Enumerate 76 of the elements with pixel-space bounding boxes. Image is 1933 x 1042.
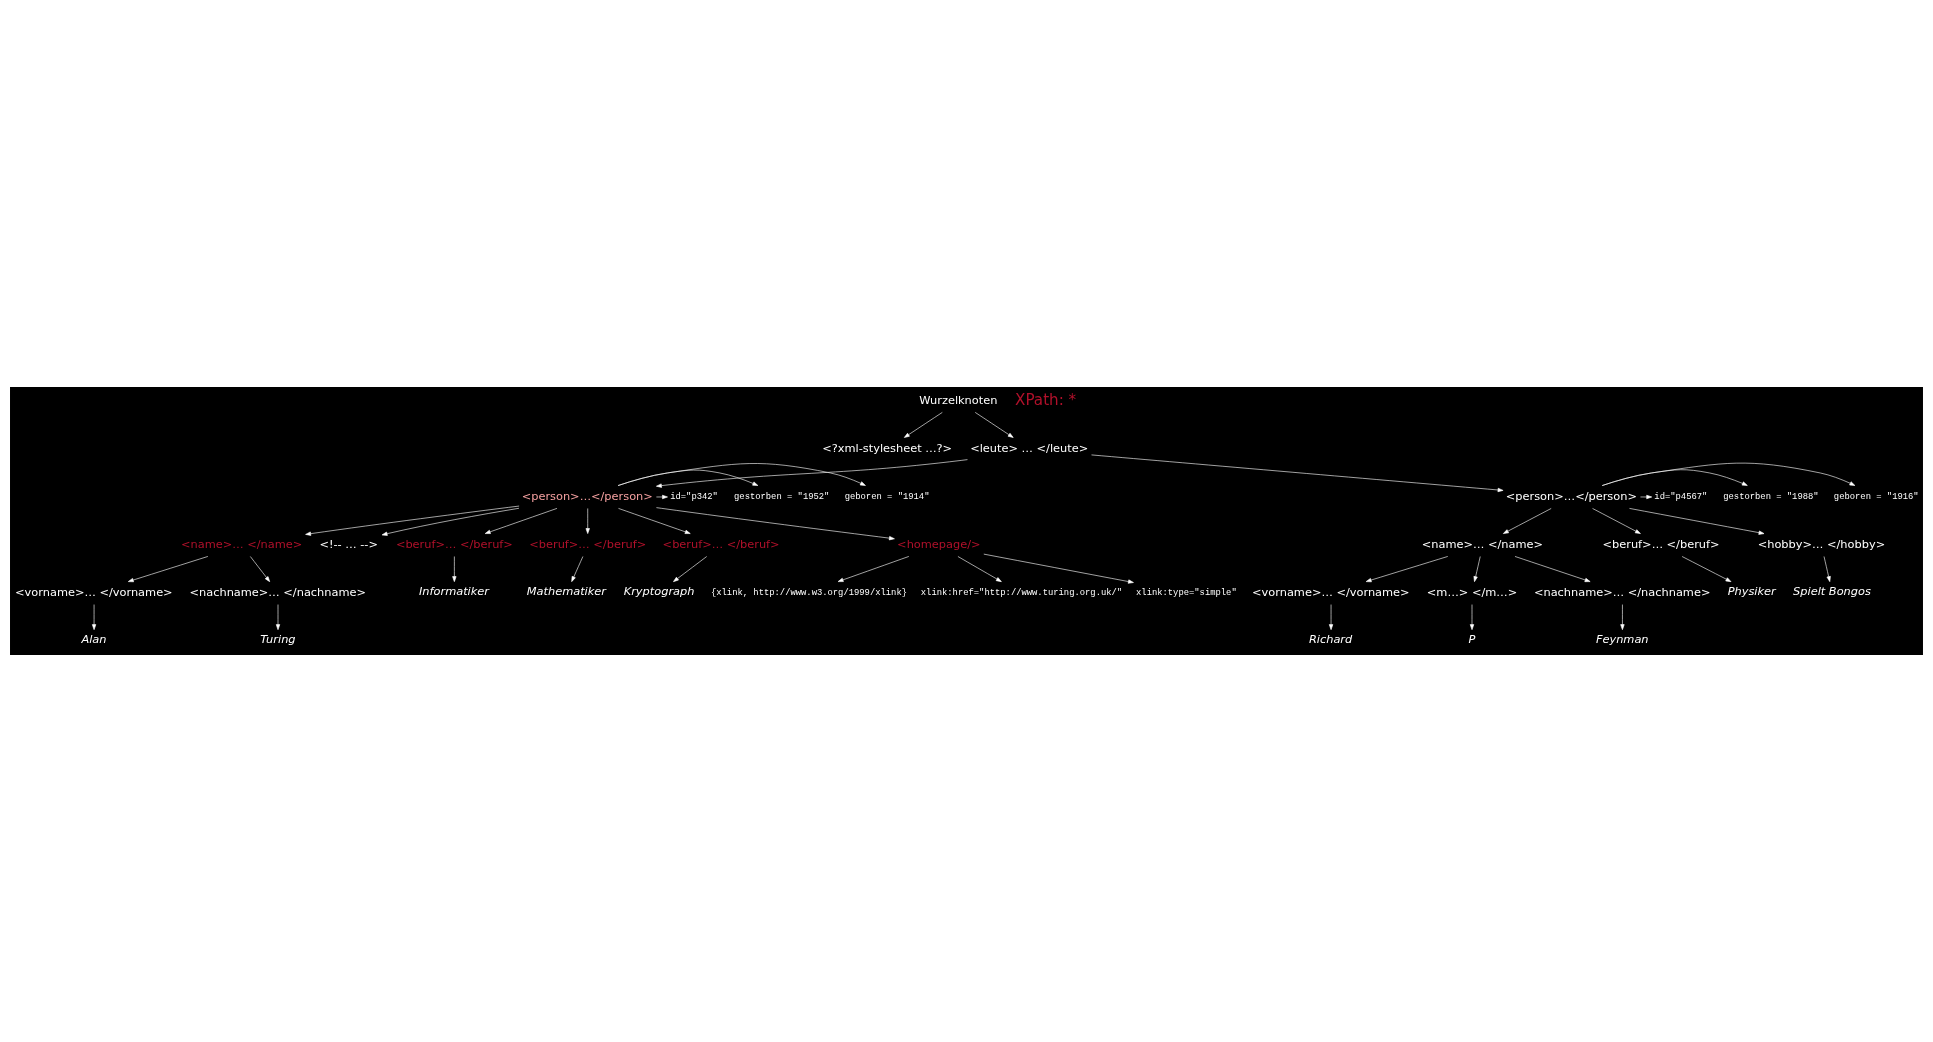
arrow xyxy=(275,604,281,630)
arrow xyxy=(617,463,866,486)
node-text: <beruf>… </beruf> xyxy=(395,536,513,551)
arrow xyxy=(1640,494,1653,500)
node-text: Mathematiker xyxy=(526,584,607,599)
arrow xyxy=(305,505,520,536)
arrow xyxy=(656,494,668,500)
node-text: P xyxy=(1468,632,1476,647)
node-text: <nachname>… </nachname> xyxy=(1533,584,1711,599)
arrow xyxy=(127,556,209,583)
node-text: <person>…</person> xyxy=(1505,488,1637,503)
node-text: <beruf>… </beruf> xyxy=(529,536,647,551)
node-text: <homepage/> xyxy=(897,536,981,551)
node-text: <beruf>… </beruf> xyxy=(1602,536,1720,551)
arrow xyxy=(1469,604,1475,630)
arrow xyxy=(617,469,759,486)
arrow xyxy=(381,507,520,536)
label: XPath: * xyxy=(1015,390,1077,409)
arrow xyxy=(571,556,584,582)
node-text: Spielt Bongos xyxy=(1793,584,1871,599)
arrow xyxy=(904,412,943,438)
arrow xyxy=(1365,556,1449,583)
arrow xyxy=(656,459,968,488)
node-text: Wurzelknoten xyxy=(919,392,998,407)
node-text: Informatiker xyxy=(418,584,490,599)
arrow xyxy=(1629,508,1765,535)
arrow xyxy=(1091,454,1504,493)
arrow xyxy=(974,412,1014,438)
arrow xyxy=(1620,604,1625,630)
arrow xyxy=(452,556,457,582)
arrow xyxy=(983,553,1134,584)
arrow xyxy=(1681,556,1732,582)
node-text: xlink:href="http://www.turing.org.uk/" xyxy=(920,588,1123,599)
node-text: <vorname>… </vorname> xyxy=(1252,584,1410,599)
arrow xyxy=(1503,508,1552,534)
arrow xyxy=(1592,508,1641,534)
arrow xyxy=(1823,556,1831,582)
node-text: <beruf>… </beruf> xyxy=(662,536,780,551)
arrow xyxy=(585,508,590,534)
arrow xyxy=(656,507,895,541)
arrow xyxy=(618,508,691,534)
node-text: gestorben = "1988" xyxy=(1723,492,1819,503)
node-text: Richard xyxy=(1308,632,1353,647)
node-text: xlink:type="simple" xyxy=(1136,588,1237,599)
arrow xyxy=(484,508,558,534)
node-text: geboren = "1914" xyxy=(844,492,930,503)
arrow xyxy=(1328,604,1334,630)
node-text: gestorben = "1952" xyxy=(734,492,830,503)
node-text: <m…> </m…> xyxy=(1426,584,1518,599)
node-text: Alan xyxy=(81,632,107,647)
node-text: Kryptograph xyxy=(623,584,695,599)
node-text: <!-- … --> xyxy=(319,536,378,551)
node-text: <hobby>… </hobby> xyxy=(1757,536,1886,551)
arrow xyxy=(837,556,910,582)
node-text: <name>… </name> xyxy=(180,536,303,551)
node-text: id="p342" xyxy=(670,492,718,503)
node-text: Physiker xyxy=(1727,584,1776,599)
node-text: <name>… </name> xyxy=(1421,536,1544,551)
arrow xyxy=(673,556,708,582)
arrow xyxy=(1601,469,1748,486)
node-text: {xlink, http://www.w3.org/1999/xlink} xyxy=(710,588,908,599)
node-text: <vorname>… </vorname> xyxy=(15,584,173,599)
node-text: Feynman xyxy=(1595,632,1649,647)
arrow xyxy=(957,556,1002,582)
node-text: Turing xyxy=(260,632,296,647)
arrow xyxy=(250,556,270,582)
node-text: <person>…</person> xyxy=(521,488,653,503)
node-text: geboren = "1916" xyxy=(1833,492,1919,503)
node-text: <nachname>… </nachname> xyxy=(189,584,367,599)
arrow xyxy=(92,604,97,630)
arrow xyxy=(1514,556,1591,582)
arrow xyxy=(1601,462,1856,486)
node-text: id="p4567" xyxy=(1654,492,1708,503)
node-text: <?xml-stylesheet …?> xyxy=(822,440,953,455)
arrow xyxy=(1473,556,1481,582)
node-text: <leute> … </leute> xyxy=(970,440,1089,455)
